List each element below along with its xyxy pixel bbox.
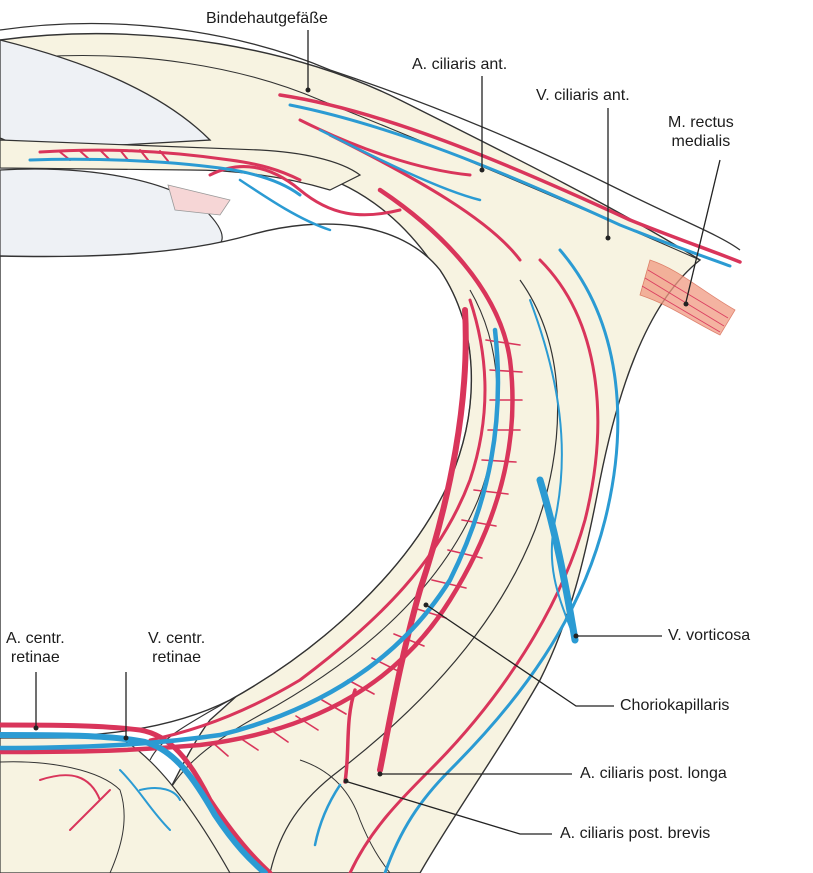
label-a-ciliaris-post-brevis: A. ciliaris post. brevis xyxy=(560,824,710,843)
label-v-ciliaris-ant: V. ciliaris ant. xyxy=(536,86,630,105)
label-choriokapillaris: Choriokapillaris xyxy=(620,696,729,715)
label-a-centr-retinae: A. centr. retinae xyxy=(6,629,65,667)
label-v-centr-retinae: V. centr. retinae xyxy=(148,629,205,667)
label-v-vorticosa: V. vorticosa xyxy=(668,626,750,645)
label-a-ciliaris-post-longa: A. ciliaris post. longa xyxy=(580,764,727,783)
label-m-rectus-medialis: M. rectus medialis xyxy=(668,113,734,151)
label-bindehautgefaesse: Bindehautgefäße xyxy=(206,9,328,28)
label-a-ciliaris-ant: A. ciliaris ant. xyxy=(412,55,507,74)
